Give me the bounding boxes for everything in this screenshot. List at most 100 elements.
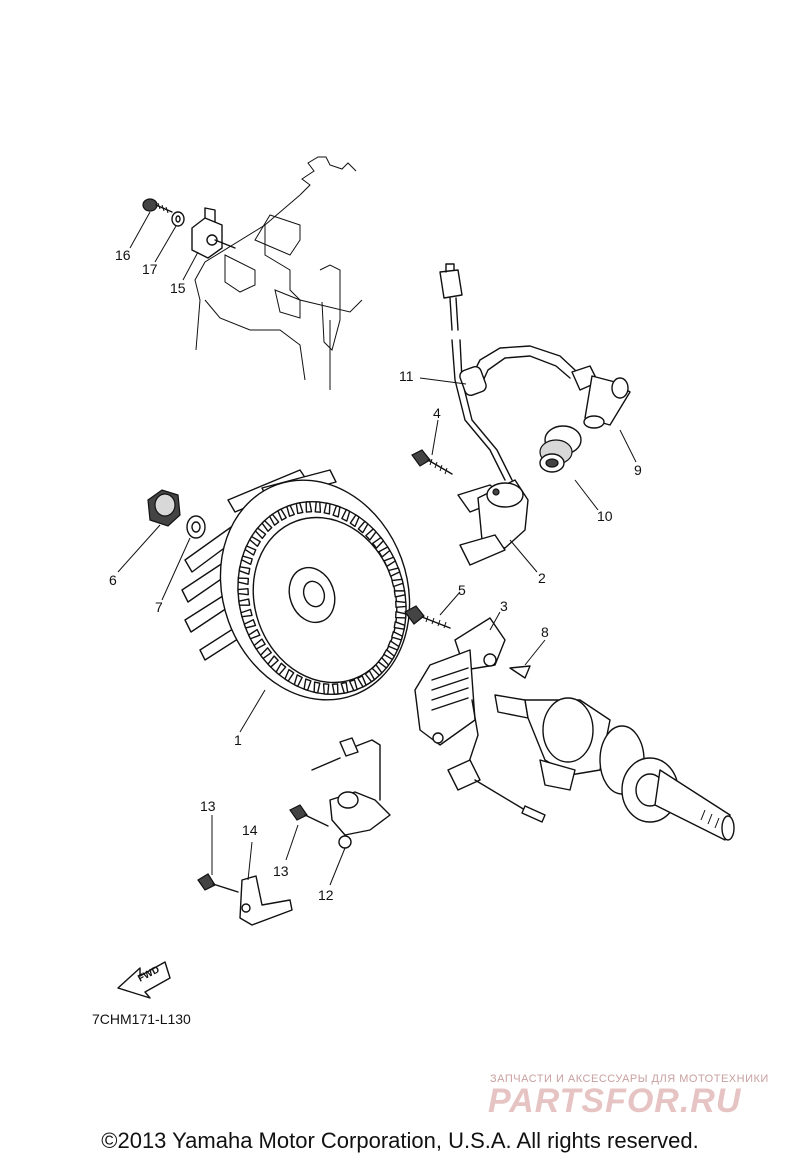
gear-tooth (237, 577, 250, 586)
flywheel-gear-teeth (237, 501, 407, 695)
gear-tooth (314, 501, 322, 513)
gear-tooth (378, 546, 391, 558)
gear-tooth (249, 535, 261, 548)
callout-4: 4 (433, 405, 441, 421)
callout-16: 16 (115, 247, 131, 263)
gear-tooth (313, 681, 321, 694)
callout-labels: 1 2 3 4 5 6 7 8 9 10 11 12 13 13 14 15 1… (109, 247, 642, 903)
gear-tooth (371, 664, 383, 677)
gear-tooth (322, 683, 330, 695)
part-7-washer (186, 515, 206, 539)
callout-13-lower: 13 (273, 863, 289, 879)
part-16-screw (142, 198, 173, 214)
gear-tooth (393, 621, 406, 630)
gear-tooth (259, 647, 272, 660)
leader-lines (117, 211, 637, 886)
part-13-bolt-upper (289, 804, 329, 827)
gear-tooth (340, 681, 349, 694)
callout-15: 15 (170, 280, 186, 296)
callout-7: 7 (155, 599, 163, 615)
part-1-flywheel (181, 469, 411, 701)
gear-tooth (341, 508, 351, 522)
gear-tooth (253, 638, 266, 650)
gear-tooth (394, 610, 407, 619)
gear-tooth (305, 501, 313, 513)
gear-tooth (393, 590, 406, 598)
part-11-lead-wire (439, 263, 576, 481)
gear-tooth (240, 555, 253, 566)
callout-8: 8 (541, 624, 549, 640)
gear-tooth (254, 527, 267, 540)
part-9-plug-cap (571, 365, 631, 429)
part-4-bolt (411, 449, 453, 475)
part-8-woodruff-key (509, 665, 531, 679)
gear-tooth (261, 519, 273, 532)
part-13-bolt-lower (197, 873, 239, 893)
gear-tooth (284, 668, 295, 682)
callout-13-upper: 13 (200, 798, 216, 814)
gear-tooth (286, 504, 295, 517)
part-2-ignition-coil (457, 479, 529, 566)
crankshaft (494, 694, 735, 841)
part-15-sensor (191, 207, 236, 259)
gear-tooth (240, 608, 253, 618)
callout-5: 5 (458, 582, 466, 598)
callout-10: 10 (597, 508, 613, 524)
gear-tooth (395, 600, 407, 609)
gear-tooth (349, 679, 358, 692)
gear-tooth (387, 640, 400, 651)
gear-tooth (391, 578, 404, 588)
part-10-grommet (539, 425, 582, 473)
engine-case-outline (194, 156, 363, 390)
callout-12: 12 (318, 887, 334, 903)
part-3-stator (414, 617, 546, 823)
gear-tooth (332, 504, 341, 518)
callout-9: 9 (634, 462, 642, 478)
gear-tooth (383, 648, 395, 661)
gear-tooth (372, 536, 385, 549)
fwd-arrow-icon: FWD (117, 961, 171, 999)
part-5-bolt (404, 605, 451, 629)
watermark: ЗАПЧАСТИ И АКСЕССУАРЫ ДЛЯ МОТОТЕХНИКИ PA… (488, 1073, 769, 1120)
callout-17: 17 (142, 261, 158, 277)
gear-tooth (243, 619, 257, 629)
gear-tooth (377, 656, 390, 669)
gear-tooth (267, 655, 279, 668)
gear-tooth (244, 545, 257, 556)
gear-tooth (323, 502, 331, 515)
gear-tooth (331, 683, 339, 695)
gear-tooth (277, 508, 287, 521)
gear-tooth (238, 566, 251, 575)
callout-3: 3 (500, 598, 508, 614)
gear-tooth (275, 662, 287, 676)
gear-tooth (268, 513, 280, 526)
gear-tooth (238, 598, 251, 606)
part-6-nut (147, 489, 181, 527)
gear-tooth (295, 502, 304, 515)
gear-tooth (237, 587, 249, 596)
gear-tooth (293, 674, 303, 688)
part-17-washer (171, 211, 185, 227)
copyright-notice: ©2013 Yamaha Motor Corporation, U.S.A. A… (101, 1128, 699, 1153)
part-14-bracket (239, 875, 293, 926)
gear-tooth (383, 556, 397, 568)
diagram-code: 7CHM171-L130 (92, 1011, 191, 1027)
gear-tooth (387, 567, 401, 577)
gear-tooth (357, 520, 369, 534)
gear-tooth (303, 678, 312, 692)
gear-tooth (357, 675, 367, 688)
callout-14: 14 (242, 822, 258, 838)
watermark-line2: PARTSFOR.RU (488, 1082, 742, 1120)
part-12-pulser-coil (311, 737, 391, 849)
gear-tooth (391, 630, 404, 641)
gear-tooth (364, 670, 376, 683)
watermark-line1: ЗАПЧАСТИ И АКСЕССУАРЫ ДЛЯ МОТОТЕХНИКИ (490, 1073, 769, 1085)
callout-1: 1 (234, 732, 242, 748)
gear-tooth (365, 528, 377, 541)
gear-tooth (247, 628, 261, 640)
gear-tooth (349, 514, 360, 528)
callout-11: 11 (399, 368, 414, 384)
callout-2: 2 (538, 570, 546, 586)
callout-6: 6 (109, 572, 117, 588)
